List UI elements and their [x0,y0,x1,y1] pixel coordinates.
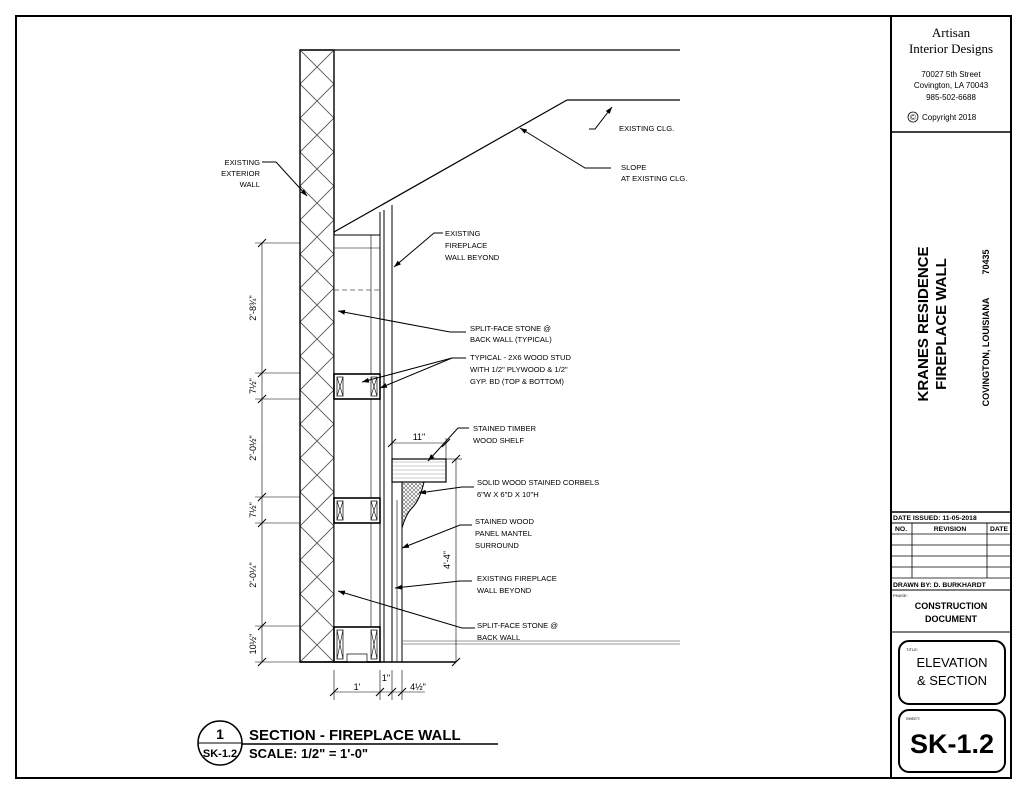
rev-col-revision: REVISION [934,526,967,533]
leader-existing-clg [589,106,613,130]
dim-11in: 11" [413,432,426,442]
mantel-height-dimension [446,454,462,667]
leader-mantel [401,524,472,549]
note-slope-2: AT EXISTING CLG. [621,174,687,183]
exterior-wall [299,49,335,663]
sheet-number-box [898,709,1006,773]
note-wood-stud-3: GYP. BD (TOP & BOTTOM) [470,377,564,386]
note-existing-clg: EXISTING CLG. [619,124,674,133]
date-issued: DATE ISSUED: 11-05-2018 [893,515,977,522]
sheet-title-line2: & SECTION [917,673,987,688]
leader-wood-stud-2 [379,357,466,389]
note-existing-exterior-wall-1: EXISTING [225,158,261,167]
dim-1ft: 1' [354,682,361,692]
sloped-ceiling-line [333,99,568,233]
title-block: Artisan Interior Designs 70027 5th Stree… [891,25,1011,773]
detail-number: 1 [216,726,224,742]
dim-10-1-2: 10½" [248,634,258,655]
dim-2-0-1-2: 2'-0½" [248,435,258,460]
stone-back-wall [333,234,381,663]
firm-copyright: Copyright 2018 [922,113,977,122]
phase-label: PHASE: [893,593,908,598]
dim-4-1-2: 4½" [410,682,426,692]
leader-split-face-back [337,590,475,629]
note-fireplace-wall-beyond-2: WALL BEYOND [477,586,532,595]
sheet-title-box [898,640,1006,705]
note-wood-stud-2: WITH 1/2" PLYWOOD & 1/2" [470,365,568,374]
firm-name-line1: Artisan [932,25,971,40]
dim-1in: 1" [382,673,390,683]
note-mantel-3: SURROUND [475,541,519,550]
sheet-title-line1: ELEVATION [916,655,987,670]
copyright-icon-circle [907,111,919,123]
note-fireplace-wall-beyond-1: EXISTING FIREPLACE [477,574,557,583]
stud-block-upper [333,373,381,400]
note-mantel-2: PANEL MANTEL [475,529,532,538]
corbel [401,481,425,529]
drawing-scale-text: SCALE: 1/2" = 1'-0" [249,746,368,761]
firm-name-line2: Interior Designs [909,41,993,56]
project-name-line1: KRANES RESIDENCE [915,246,932,401]
note-existing-exterior-wall-2: EXTERIOR [221,169,260,178]
leader-fireplace-wall [393,232,443,268]
project-zip: 70435 [981,249,991,274]
dimension-text-layer: 2'-8¾" 7½" 2'-0½" 7½" 2'-0¼" 10½" 4'-4" … [248,295,452,692]
note-wood-stud-1: TYPICAL - 2X6 WOOD STUD [470,353,572,362]
note-timber-shelf-1: STAINED TIMBER [473,424,537,433]
detail-sheet-ref: SK-1.2 [203,748,237,760]
dim-2-0-1-4: 2'-0¼" [248,562,258,587]
leader-slope [519,127,611,169]
dim-7-1-2-upper: 7½" [248,378,258,394]
note-mantel-1: STAINED WOOD [475,517,534,526]
copyright-icon: © [910,113,916,122]
drawn-by: DRAWN BY: D. BURKHARDT [893,582,987,589]
leader-split-face-typ [337,309,466,333]
firm-address1: 70027 5th Street [921,70,981,79]
note-existing-exterior-wall-3: WALL [240,180,260,189]
note-corbels-2: 6"W X 6"D X 10"H [477,490,539,499]
sheet-border [15,15,1012,779]
phase-line2: DOCUMENT [925,614,977,624]
sheet-number-value: SK-1.2 [910,729,994,759]
revision-grid [891,523,1011,579]
note-fireplace-wall-3: WALL BEYOND [445,253,500,262]
leader-fireplace-wall-2 [394,580,472,590]
drawing-title-text: SECTION - FIREPLACE WALL [249,727,461,744]
note-split-face-back-2: BACK WALL [477,633,520,642]
leader-corbels [418,486,474,495]
rev-col-date: DATE [990,526,1008,533]
notes-layer: EXISTING EXTERIOR WALL EXISTING CLG. SLO… [221,124,687,642]
leader-exterior-wall [262,161,308,197]
note-timber-shelf-2: WOOD SHELF [473,436,524,445]
leader-timber-shelf [427,427,469,462]
note-split-face-back-1: SPLIT-FACE STONE @ [477,621,558,630]
firm-address2: Covington, LA 70043 [914,81,989,90]
timber-shelf [391,458,447,483]
vertical-dimensions [255,238,300,667]
dim-2-8-3-4: 2'-8¾" [248,295,258,320]
note-slope-1: SLOPE [621,163,646,172]
note-split-face-typ-1: SPLIT-FACE STONE @ [470,324,551,333]
section-drawing: EXISTING EXTERIOR WALL EXISTING CLG. SLO… [197,49,687,766]
phase-line1: CONSTRUCTION [915,601,988,611]
dim-7-1-2-lower: 7½" [248,502,258,518]
project-name-line2: FIREPLACE WALL [933,258,950,390]
project-location: COVINGTON, LOUISIANA [981,297,991,406]
note-fireplace-wall-1: EXISTING [445,229,481,238]
sheet-number-label: SHEET: [906,716,920,721]
stud-block-middle [333,497,381,524]
sheet-title-label: TITLE: [906,647,918,652]
rev-col-no: NO. [895,526,907,533]
drawing-title-block: 1 SK-1.2 SECTION - FIREPLACE WALL SCALE:… [197,720,498,766]
bottom-dimensions [329,670,425,700]
dim-4-4: 4'-4" [442,551,452,569]
firm-phone: 985-502-6688 [926,93,976,102]
stud-block-bottom [333,626,381,663]
note-fireplace-wall-2: FIREPLACE [445,241,487,250]
leader-lines [262,106,613,629]
note-split-face-typ-2: BACK WALL (TYPICAL) [470,335,552,344]
note-corbels-1: SOLID WOOD STAINED CORBELS [477,478,599,487]
